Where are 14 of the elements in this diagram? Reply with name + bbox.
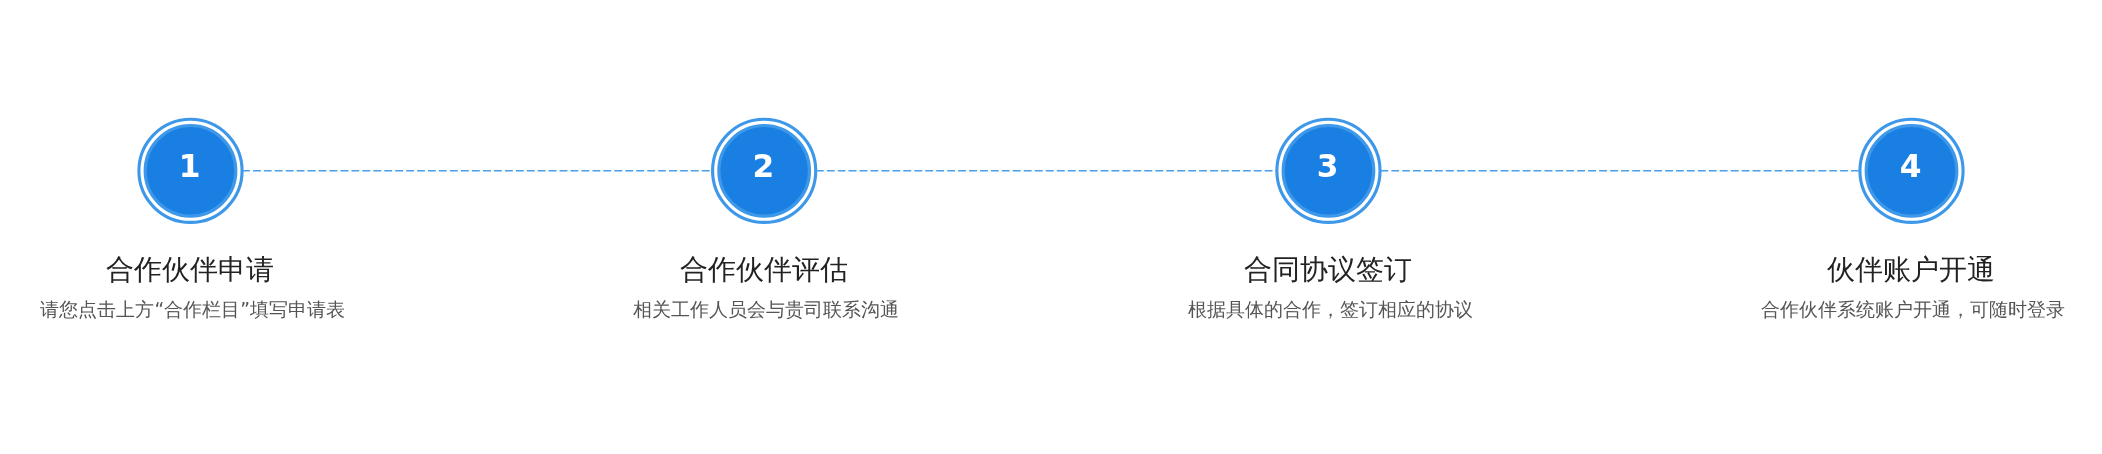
node-label: 合作伙伴系统账户开通，可随时登录	[1761, 298, 2066, 320]
node-circle: 3	[1275, 117, 1382, 224]
node-circle: 1	[137, 117, 244, 224]
node-label: 伙伴账户开通	[1827, 252, 1996, 286]
node-circle: 4	[1858, 117, 1965, 224]
node-label: 合作伙伴评估	[679, 252, 848, 286]
node-label: 合同协议签订	[1244, 252, 1413, 286]
connector	[815, 169, 1278, 172]
connector	[1379, 169, 1861, 172]
node-label: 相关工作人员会与贵司联系沟通	[632, 298, 899, 320]
node-label: 请您点击上方“合作栏目”填写申请表	[40, 298, 345, 320]
node-label: 根据具体的合作，签订相应的协议	[1187, 298, 1473, 320]
node-circle: 2	[711, 117, 818, 224]
node-label: 合作伙伴申请	[106, 252, 275, 286]
